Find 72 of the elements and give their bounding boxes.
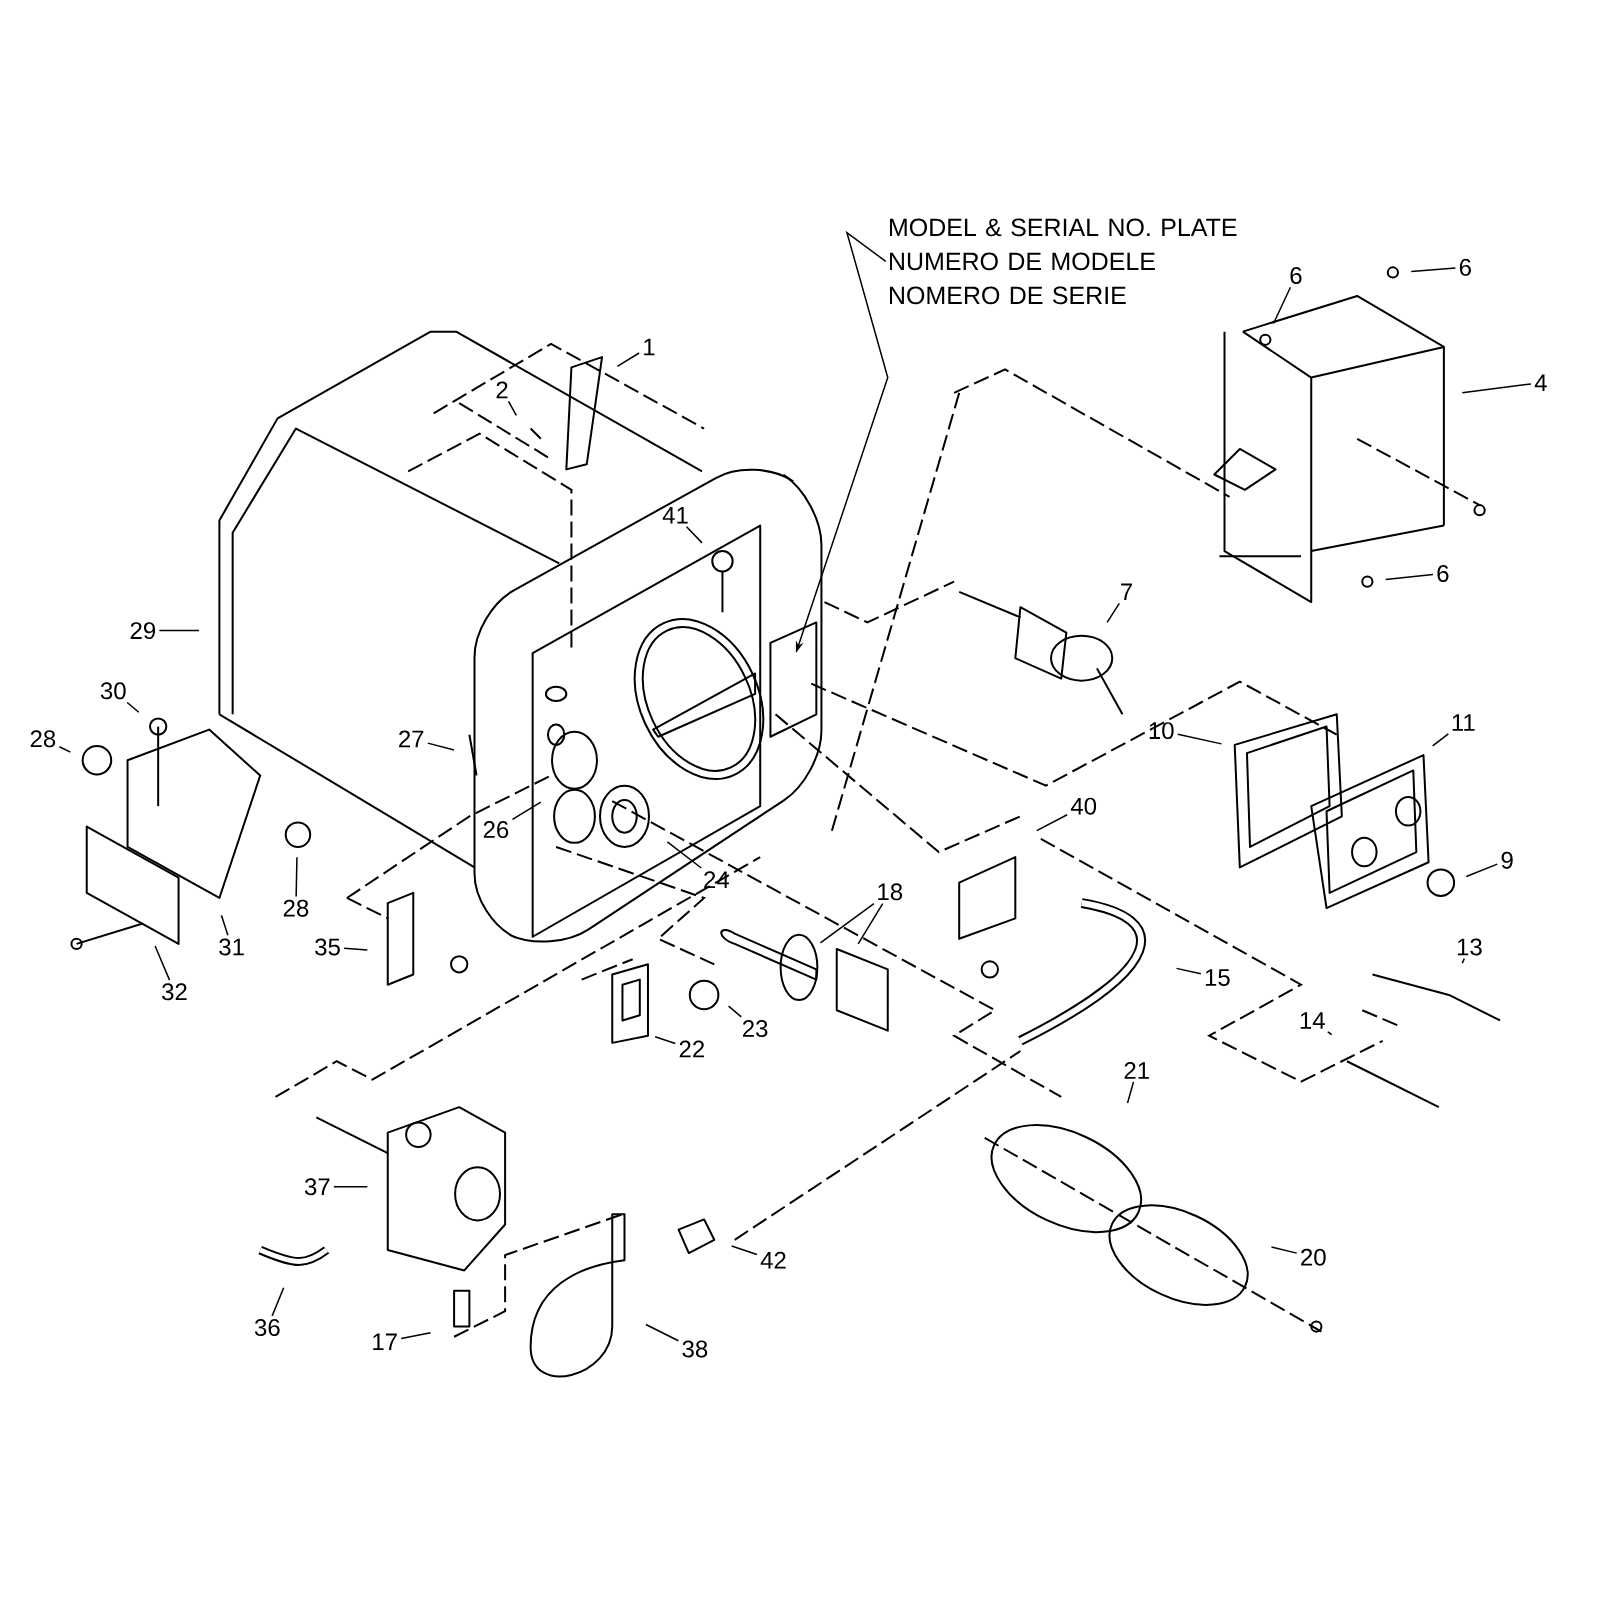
leader-line: [1036, 814, 1068, 832]
callout-number: 9: [1501, 851, 1513, 869]
leader-line: [333, 1186, 369, 1188]
callout-number: 2: [496, 381, 508, 399]
leader-line: [1126, 1081, 1135, 1104]
leader-line: [616, 352, 640, 368]
leader-line: [1461, 957, 1466, 965]
leader-line: [58, 746, 72, 753]
callout-number: 26: [483, 821, 509, 839]
callout-number: 27: [399, 730, 424, 748]
callout-number: 37: [304, 1178, 330, 1196]
leader-line: [727, 1005, 743, 1018]
leader-line: [1465, 863, 1499, 878]
callout-number: 40: [1070, 797, 1097, 815]
callout-number: 29: [130, 622, 156, 640]
callout-number: 28: [283, 899, 309, 917]
callout-number: 21: [1124, 1062, 1149, 1079]
leader-line: [819, 902, 875, 944]
callout-number: 6: [1290, 267, 1302, 284]
plate-note: MODEL & SERIAL NO. PLATE NUMERO DE MODELE NOMERO DE SERIE: [890, 218, 1237, 305]
callout-number: 28: [30, 730, 56, 748]
callout-number: 14: [1300, 1012, 1325, 1029]
leader-line: [654, 1036, 677, 1045]
callout-number: 22: [679, 1040, 704, 1058]
leader-line: [295, 856, 298, 898]
callout-number: 30: [100, 682, 126, 700]
leader-line: [158, 629, 200, 632]
callout-number: 24: [704, 871, 729, 888]
leader-line: [730, 1245, 758, 1256]
leader-line: [343, 947, 369, 951]
callout-number: 6: [1459, 258, 1471, 276]
leader-line: [427, 742, 455, 751]
leader-line: [1327, 1031, 1333, 1036]
leader-line: [1270, 1246, 1298, 1254]
callout-number: 1: [644, 338, 655, 356]
callout-number: 42: [760, 1251, 786, 1269]
callout-number: 38: [682, 1340, 708, 1358]
leader-line: [666, 841, 703, 869]
leader-line: [1410, 267, 1457, 273]
leader-line: [685, 526, 703, 544]
leader-line: [1175, 967, 1202, 975]
callout-number: 36: [254, 1319, 280, 1337]
callout-number: 20: [1301, 1248, 1326, 1266]
leader-line: [1431, 733, 1450, 747]
callout-number: 32: [162, 983, 187, 1001]
leader-line: [507, 400, 518, 417]
callout-number: 15: [1205, 969, 1230, 986]
callout-number: 11: [1452, 714, 1475, 731]
leader-line: [1106, 602, 1121, 624]
leader-line: [857, 902, 884, 945]
leader-line: [220, 914, 229, 936]
callout-number: 35: [315, 938, 340, 956]
leader-line: [1177, 733, 1223, 745]
leader-line: [400, 1331, 432, 1340]
callout-number: 6: [1437, 565, 1449, 582]
leader-line: [1385, 573, 1434, 581]
callout-number: 4: [1534, 374, 1547, 391]
callout-number: 13: [1457, 938, 1482, 956]
callout-number: 17: [373, 1333, 397, 1351]
leader-line: [511, 801, 542, 821]
leader-line: [1272, 286, 1292, 325]
callout-number: 31: [219, 938, 244, 956]
callout-number: 10: [1149, 722, 1174, 740]
leader-line: [645, 1323, 680, 1342]
callout-number: 23: [742, 1020, 768, 1038]
callout-number: 41: [662, 507, 688, 524]
leader-line: [154, 945, 171, 981]
leader-line: [1461, 383, 1532, 394]
callout-number: 7: [1121, 583, 1132, 601]
leader-line: [126, 701, 140, 713]
leader-line: [271, 1287, 285, 1317]
callout-number: 18: [878, 883, 903, 901]
